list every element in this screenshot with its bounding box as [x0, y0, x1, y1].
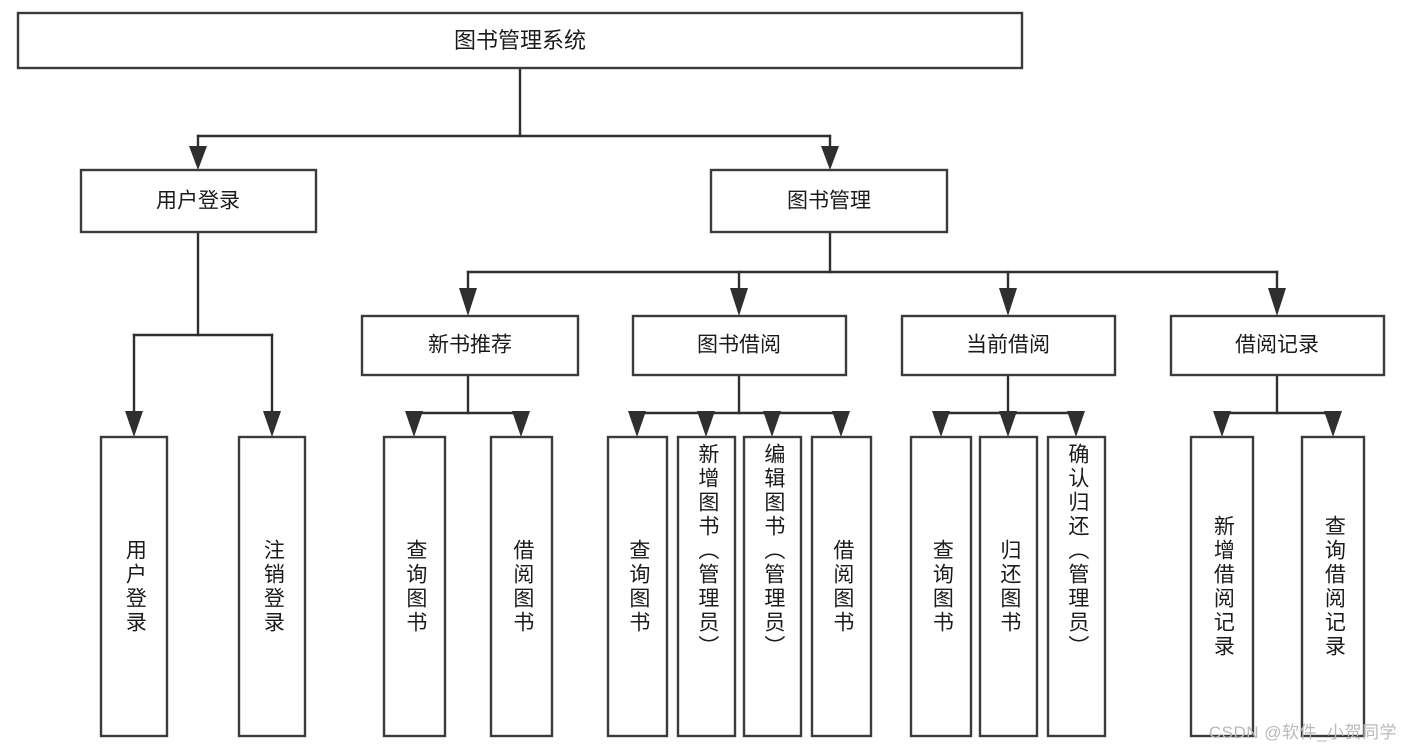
- node-user-login[interactable]: 用户登录: [79, 168, 318, 234]
- node-book-borrow-box[interactable]: [631, 314, 848, 377]
- node-new-book-recommend-label: 新书推荐: [428, 334, 512, 357]
- arrow-to-leaf-record-query: [1324, 411, 1342, 437]
- leaf-box-user-login[interactable]: [99, 435, 169, 738]
- leaf-box-logout[interactable]: [237, 435, 307, 738]
- leaf-box-borrow-query[interactable]: [606, 435, 669, 738]
- node-book-borrow[interactable]: 图书借阅: [631, 314, 848, 377]
- leaf-box-record-query[interactable]: [1300, 435, 1366, 738]
- node-current-borrow-label: 当前借阅: [966, 334, 1050, 357]
- node-book-borrow-label: 图书借阅: [697, 334, 781, 357]
- node-current-borrow[interactable]: 当前借阅: [900, 314, 1117, 377]
- arrow-to-user-login: [189, 146, 207, 170]
- leaf-box-current-confirm[interactable]: [1046, 435, 1107, 738]
- node-root-label: 图书管理系统: [454, 28, 586, 53]
- leaf-box-newbook-query[interactable]: [382, 435, 447, 738]
- node-book-manage-box[interactable]: [709, 168, 949, 234]
- leaf-box-borrow-add[interactable]: [676, 435, 737, 738]
- leaf-box-newbook-borrow[interactable]: [489, 435, 554, 738]
- arrow-to-current-borrow: [999, 288, 1017, 316]
- node-current-borrow-box[interactable]: [900, 314, 1117, 377]
- arrow-to-leaf-borrow-lend: [832, 411, 850, 437]
- nodes-layer: 图书管理系统 用户登录 图书管理 新书推荐 图书借阅: [16, 11, 1386, 738]
- arrow-to-leaf-current-confirm: [1067, 411, 1085, 437]
- arrow-to-leaf-borrow-edit: [763, 411, 781, 437]
- node-borrow-record[interactable]: 借阅记录: [1169, 314, 1386, 377]
- arrow-to-book-manage: [821, 146, 839, 170]
- arrow-to-leaf-newbook-query: [405, 411, 423, 437]
- leaf-box-current-query[interactable]: [909, 435, 973, 738]
- csdn-watermark: CSDN @软件_小贺同学: [1208, 723, 1397, 742]
- node-borrow-record-label: 借阅记录: [1235, 334, 1319, 357]
- edges-layer: [125, 66, 1342, 437]
- node-new-book-recommend-box[interactable]: [360, 314, 580, 377]
- node-user-login-label: 用户登录: [156, 190, 240, 213]
- arrow-to-leaf-newbook-borrow: [512, 411, 530, 437]
- leaf-box-record-add[interactable]: [1189, 435, 1255, 738]
- node-root[interactable]: 图书管理系统: [16, 11, 1024, 70]
- node-borrow-record-box[interactable]: [1169, 314, 1386, 377]
- arrow-to-leaf-current-return: [999, 411, 1017, 437]
- arrow-to-leaf-user-login: [125, 411, 143, 437]
- arrow-to-leaf-borrow-query: [628, 411, 646, 437]
- arrow-to-new-book-recommend: [459, 288, 477, 316]
- node-book-manage[interactable]: 图书管理: [709, 168, 949, 234]
- arrow-to-leaf-current-query: [932, 411, 950, 437]
- leaf-box-current-return[interactable]: [978, 435, 1039, 738]
- arrow-to-leaf-record-add: [1213, 411, 1231, 437]
- arrow-to-leaf-borrow-add: [697, 411, 715, 437]
- node-new-book-recommend[interactable]: 新书推荐: [360, 314, 580, 377]
- leaf-box-borrow-lend[interactable]: [810, 435, 873, 738]
- node-root-box[interactable]: [16, 11, 1024, 70]
- arrow-to-borrow-record: [1268, 288, 1286, 316]
- arrow-to-book-borrow: [730, 288, 748, 316]
- leaf-box-borrow-edit[interactable]: [742, 435, 803, 738]
- arrow-to-leaf-logout: [263, 411, 281, 437]
- node-book-manage-label: 图书管理: [787, 190, 871, 213]
- node-user-login-box[interactable]: [79, 168, 318, 234]
